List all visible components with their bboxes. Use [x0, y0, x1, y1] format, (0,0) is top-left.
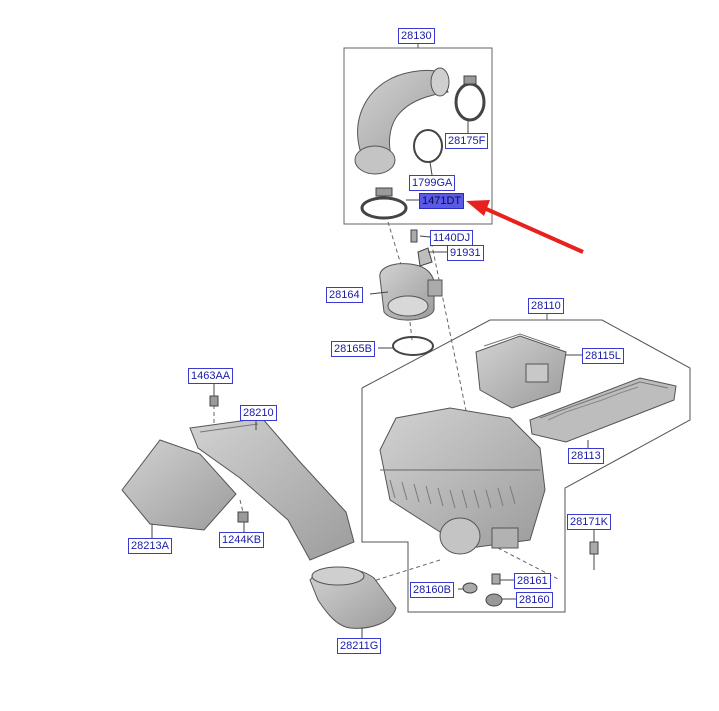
leader-lines	[151, 120, 595, 638]
duct-28210	[189, 417, 355, 561]
label-28210[interactable]: 28210	[240, 405, 277, 421]
resonator-28213a	[121, 439, 237, 531]
part-28171k	[589, 541, 599, 570]
label-91931[interactable]: 91931	[447, 245, 484, 261]
cover-28115l	[475, 333, 567, 409]
bolt-1463aa	[209, 395, 219, 407]
air-flow-sensor-28164	[379, 263, 443, 321]
label-28115l[interactable]: 28115L	[582, 348, 624, 364]
label-28110[interactable]: 28110	[528, 298, 564, 314]
label-28164[interactable]: 28164	[326, 287, 363, 303]
part-28161	[491, 573, 501, 585]
part-28160b	[462, 582, 478, 594]
label-28160b[interactable]: 28160B	[410, 582, 454, 598]
highlight-arrow	[466, 200, 584, 254]
label-28161[interactable]: 28161	[514, 573, 551, 589]
part-28160	[485, 593, 503, 607]
bolt-1140dj	[410, 229, 433, 267]
intake-hose-part	[354, 67, 450, 175]
gasket-1799ga	[413, 129, 443, 163]
label-28130[interactable]: 28130	[398, 28, 435, 44]
label-1140dj[interactable]: 1140DJ	[430, 230, 474, 246]
label-28213a[interactable]: 28213A	[128, 538, 172, 554]
group-outline-28110	[361, 319, 691, 613]
label-28160[interactable]: 28160	[516, 592, 553, 608]
o-ring-28165b	[392, 336, 434, 356]
label-28171k[interactable]: 28171K	[567, 514, 611, 530]
clamp-1471dt	[360, 187, 408, 220]
label-28211g[interactable]: 28211G	[337, 638, 382, 654]
label-1244kb[interactable]: 1244KB	[219, 532, 265, 548]
air-cleaner-body	[379, 407, 546, 555]
label-1799ga[interactable]: 1799GA	[409, 175, 456, 191]
label-28175f[interactable]: 28175F	[445, 133, 489, 149]
duct-28211g	[309, 566, 397, 629]
clamp-28175f	[454, 75, 486, 122]
filter-element-28113	[529, 377, 677, 443]
label-1471dt-selected[interactable]: 1471DT	[419, 193, 465, 209]
label-28165b[interactable]: 28165B	[331, 341, 375, 357]
label-28113[interactable]: 28113	[568, 448, 604, 464]
bolt-1244kb	[237, 511, 249, 523]
label-1463aa[interactable]: 1463AA	[188, 368, 234, 384]
